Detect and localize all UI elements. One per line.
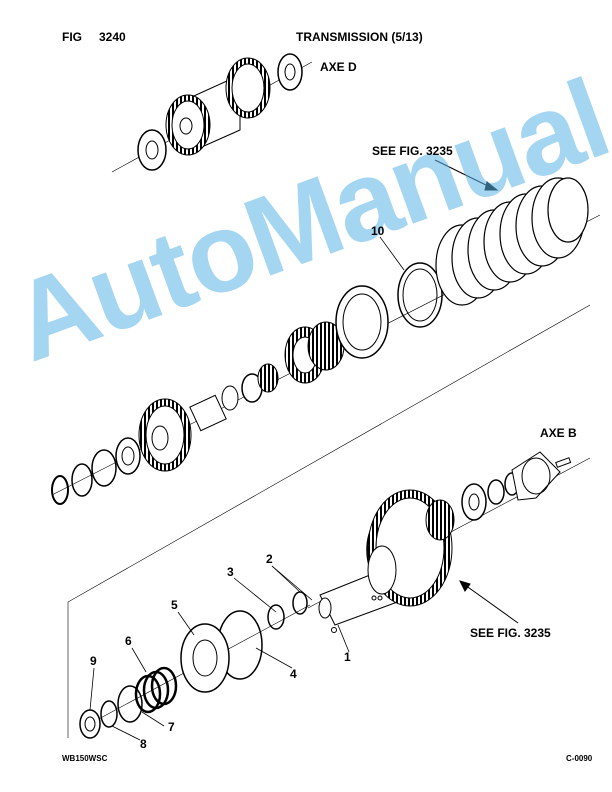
callout-8: 8 xyxy=(140,737,147,751)
footer-model-code: WB150WSC xyxy=(62,754,108,763)
axe-d-label: AXE D xyxy=(320,60,357,74)
callout-10: 10 xyxy=(371,224,385,238)
see-fig-reference-top: SEE FIG. 3235 xyxy=(372,144,453,158)
callout-3: 3 xyxy=(227,565,234,579)
footer-drawing-code: C-0090 xyxy=(566,754,593,763)
callout-5: 5 xyxy=(171,598,178,612)
lower-assembly xyxy=(318,451,572,633)
callout-6: 6 xyxy=(125,634,132,648)
callout-7: 7 xyxy=(168,720,175,734)
callout-9: 9 xyxy=(90,654,97,668)
upper-assembly xyxy=(51,177,589,505)
see-fig-reference-bottom: SEE FIG. 3235 xyxy=(470,626,551,640)
axe-b-label: AXE B xyxy=(540,426,577,440)
axe-d-assembly xyxy=(111,53,313,173)
page-title: TRANSMISSION (5/13) xyxy=(296,30,423,44)
fig-number: 3240 xyxy=(99,30,126,44)
callout-1: 1 xyxy=(344,650,351,664)
callout-4: 4 xyxy=(290,667,297,681)
piston-assembly xyxy=(79,591,308,739)
callout-2: 2 xyxy=(266,552,273,566)
fig-label: FIG xyxy=(62,30,82,44)
